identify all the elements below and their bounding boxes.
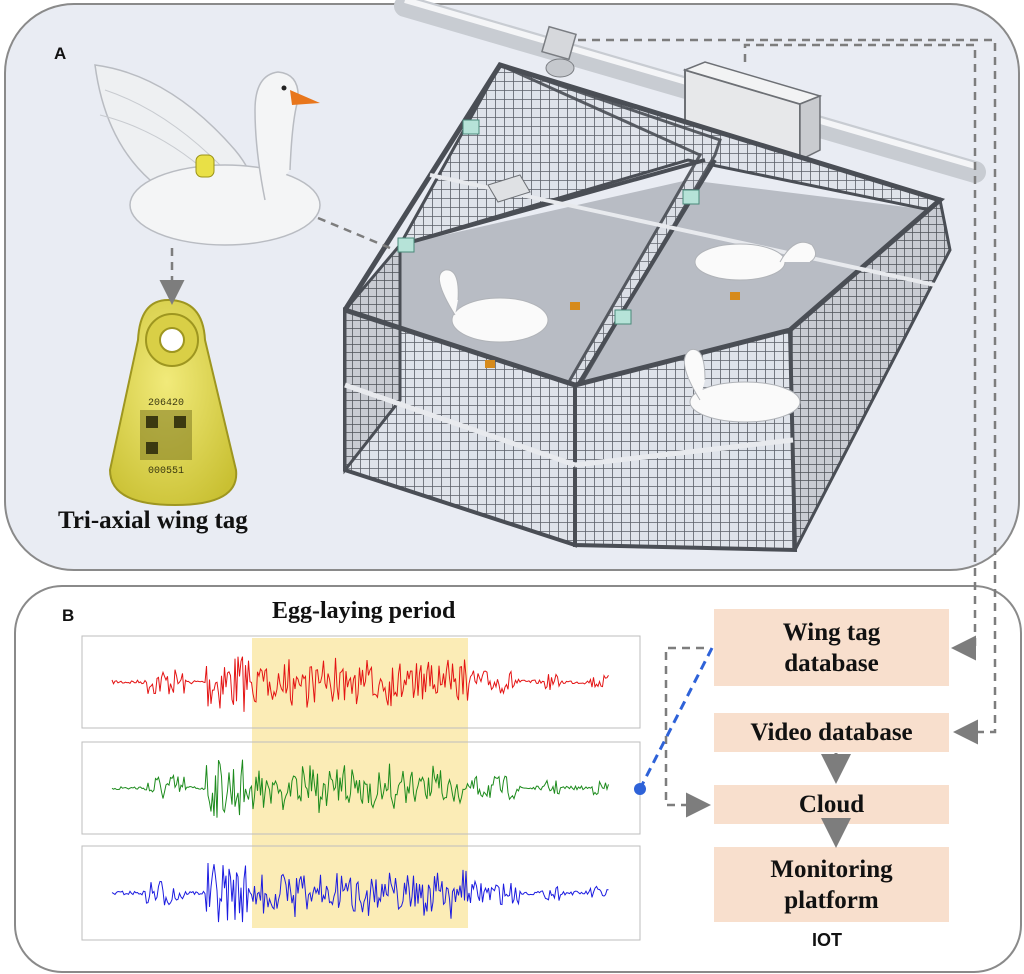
cloud-label: Cloud — [798, 791, 865, 818]
wing-tag-db-to-cloud-connector — [664, 646, 711, 818]
wing-tag-database-line1: Wing tag — [782, 618, 881, 646]
camera-to-video-db-connector — [578, 38, 997, 745]
camera-box — [682, 61, 823, 162]
cage-to-wing-tag-db-connector — [743, 43, 977, 661]
signal-trace-2 — [111, 759, 609, 818]
signal-trace-3 — [111, 862, 609, 923]
signal-trace-1 — [111, 656, 609, 712]
cloud-box: Cloud — [714, 785, 949, 824]
chart-link-dot — [634, 783, 646, 795]
cage-ducks — [438, 241, 816, 423]
wing-tag-caption: Tri-axial wing tag — [58, 507, 248, 534]
tag-serial-bottom: 000551 — [148, 466, 184, 477]
video-database-label: Video database — [750, 719, 913, 746]
monitoring-platform-line1: Monitoring — [770, 855, 893, 883]
goose-illustration — [94, 64, 321, 246]
chart-to-database-link — [640, 647, 714, 786]
wing-tag-image — [108, 298, 238, 507]
signal-panel-3 — [81, 845, 641, 941]
panel-b-label: B — [62, 606, 75, 625]
tag-serial-top: 206420 — [148, 398, 184, 409]
goose-to-cage-connector — [317, 216, 391, 250]
duck-cage — [342, 62, 952, 553]
wing-tag-database-box: Wing tag database — [714, 609, 949, 686]
chart-title: Egg-laying period — [272, 598, 456, 624]
monitoring-platform-line2: platform — [784, 886, 879, 914]
video-database-box: Video database — [714, 713, 949, 752]
panel-a-label: A — [54, 44, 67, 63]
monitoring-platform-box: Monitoring platform — [714, 847, 949, 922]
iot-label: IOT — [812, 930, 842, 950]
wing-tag-database-line2: database — [784, 649, 879, 677]
signal-panel-1 — [81, 635, 641, 729]
